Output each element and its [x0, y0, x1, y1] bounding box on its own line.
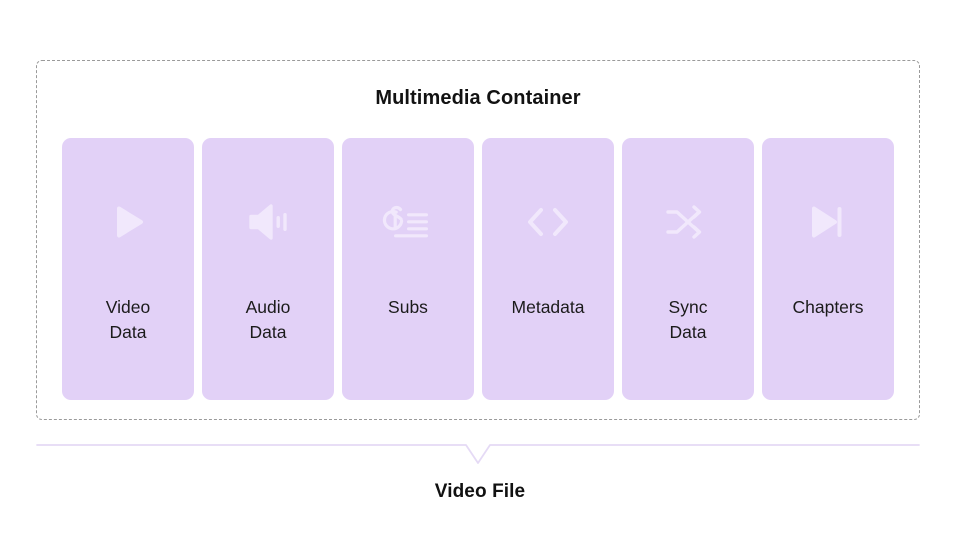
card-label: Metadata [511, 297, 585, 317]
card-label: Audio Data [245, 297, 291, 343]
container-title: Multimedia Container [375, 87, 581, 109]
shuffle-icon [622, 200, 754, 244]
card-audio-data[interactable]: Audio Data [202, 138, 334, 400]
card-metadata[interactable]: Metadata [482, 138, 614, 400]
card-chapters[interactable]: Chapters [762, 138, 894, 400]
skip-forward-icon [762, 200, 894, 244]
speaker-volume-icon [202, 200, 334, 244]
subtitles-icon [342, 200, 474, 244]
video-file-caption: Video File [434, 481, 526, 502]
card-label: Video Data [105, 297, 151, 343]
multimedia-container-box: Multimedia Container Video Data [36, 60, 920, 420]
card-label: Chapters [792, 297, 864, 317]
play-icon [62, 200, 194, 244]
card-label: Sync Data [668, 297, 708, 343]
card-subs[interactable]: Subs [342, 138, 474, 400]
card-label: Subs [388, 297, 428, 317]
video-file-brace [36, 437, 920, 471]
track-cards-row: Video Data Audio Data [62, 138, 894, 400]
code-brackets-icon [482, 200, 614, 244]
card-sync-data[interactable]: Sync Data [622, 138, 754, 400]
card-video-data[interactable]: Video Data [62, 138, 194, 400]
